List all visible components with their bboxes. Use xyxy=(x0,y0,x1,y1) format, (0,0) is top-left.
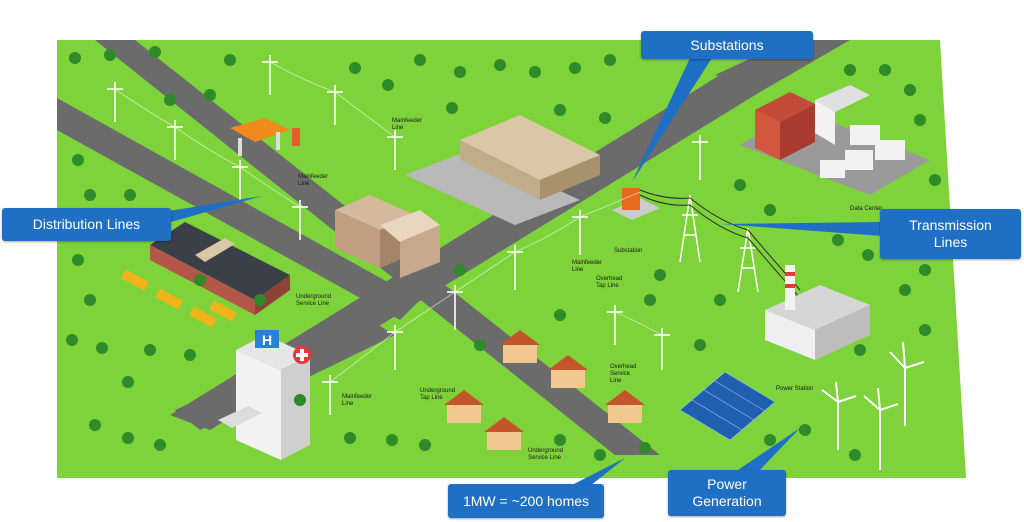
data-center xyxy=(740,85,930,195)
pointer-distribution xyxy=(150,196,262,228)
label-substation: Substation xyxy=(614,248,642,254)
pointer-substations xyxy=(632,58,712,182)
label-data-center: Data Center xyxy=(850,206,882,212)
pointer-homes xyxy=(570,458,625,486)
road-diagonal-left xyxy=(57,98,420,320)
house xyxy=(548,355,588,388)
gas-station xyxy=(230,118,300,156)
callout-transmission-lines: Transmission Lines xyxy=(880,209,1021,259)
callout-power-generation: Power Generation xyxy=(668,470,786,516)
callout-substations: Substations xyxy=(641,31,813,59)
house xyxy=(605,390,645,423)
pointer-power xyxy=(735,428,800,472)
callout-substations-text: Substations xyxy=(690,36,764,53)
distribution-wires xyxy=(114,61,663,383)
houses xyxy=(444,330,645,450)
callout-transmission-lines-text-1: Transmission xyxy=(909,217,992,233)
callout-homes-text: 1MW = ~200 homes xyxy=(462,492,590,509)
callout-pointers xyxy=(150,58,882,486)
house xyxy=(484,417,524,450)
svg-text:H: H xyxy=(262,332,272,348)
transmission-towers xyxy=(679,194,759,293)
callout-distribution-lines-text: Distribution Lines xyxy=(32,216,141,232)
callout-power-generation-text-1: Power xyxy=(707,476,747,492)
house xyxy=(500,330,540,363)
mall-building xyxy=(405,115,600,225)
hospital: H xyxy=(218,330,311,460)
city-hall xyxy=(335,195,440,278)
label-power-station: Power Station xyxy=(776,386,813,392)
road-upper-right xyxy=(715,40,850,92)
transmission-wires xyxy=(639,189,801,299)
callout-power-generation-text-2: Generation xyxy=(692,493,762,509)
house xyxy=(444,390,484,423)
pointer-transmission xyxy=(722,222,882,236)
trees xyxy=(66,46,946,461)
callout-transmission-lines-text-2: Lines xyxy=(933,234,968,250)
wind-turbines xyxy=(821,341,925,470)
school-buses xyxy=(121,269,237,328)
callout-distribution-lines: Distribution Lines xyxy=(2,208,171,241)
substation xyxy=(612,188,660,220)
road-main-crossing xyxy=(170,75,760,430)
callout-homes: 1MW = ~200 homes xyxy=(448,484,604,518)
solar-panels xyxy=(679,371,776,441)
power-station xyxy=(765,265,870,360)
